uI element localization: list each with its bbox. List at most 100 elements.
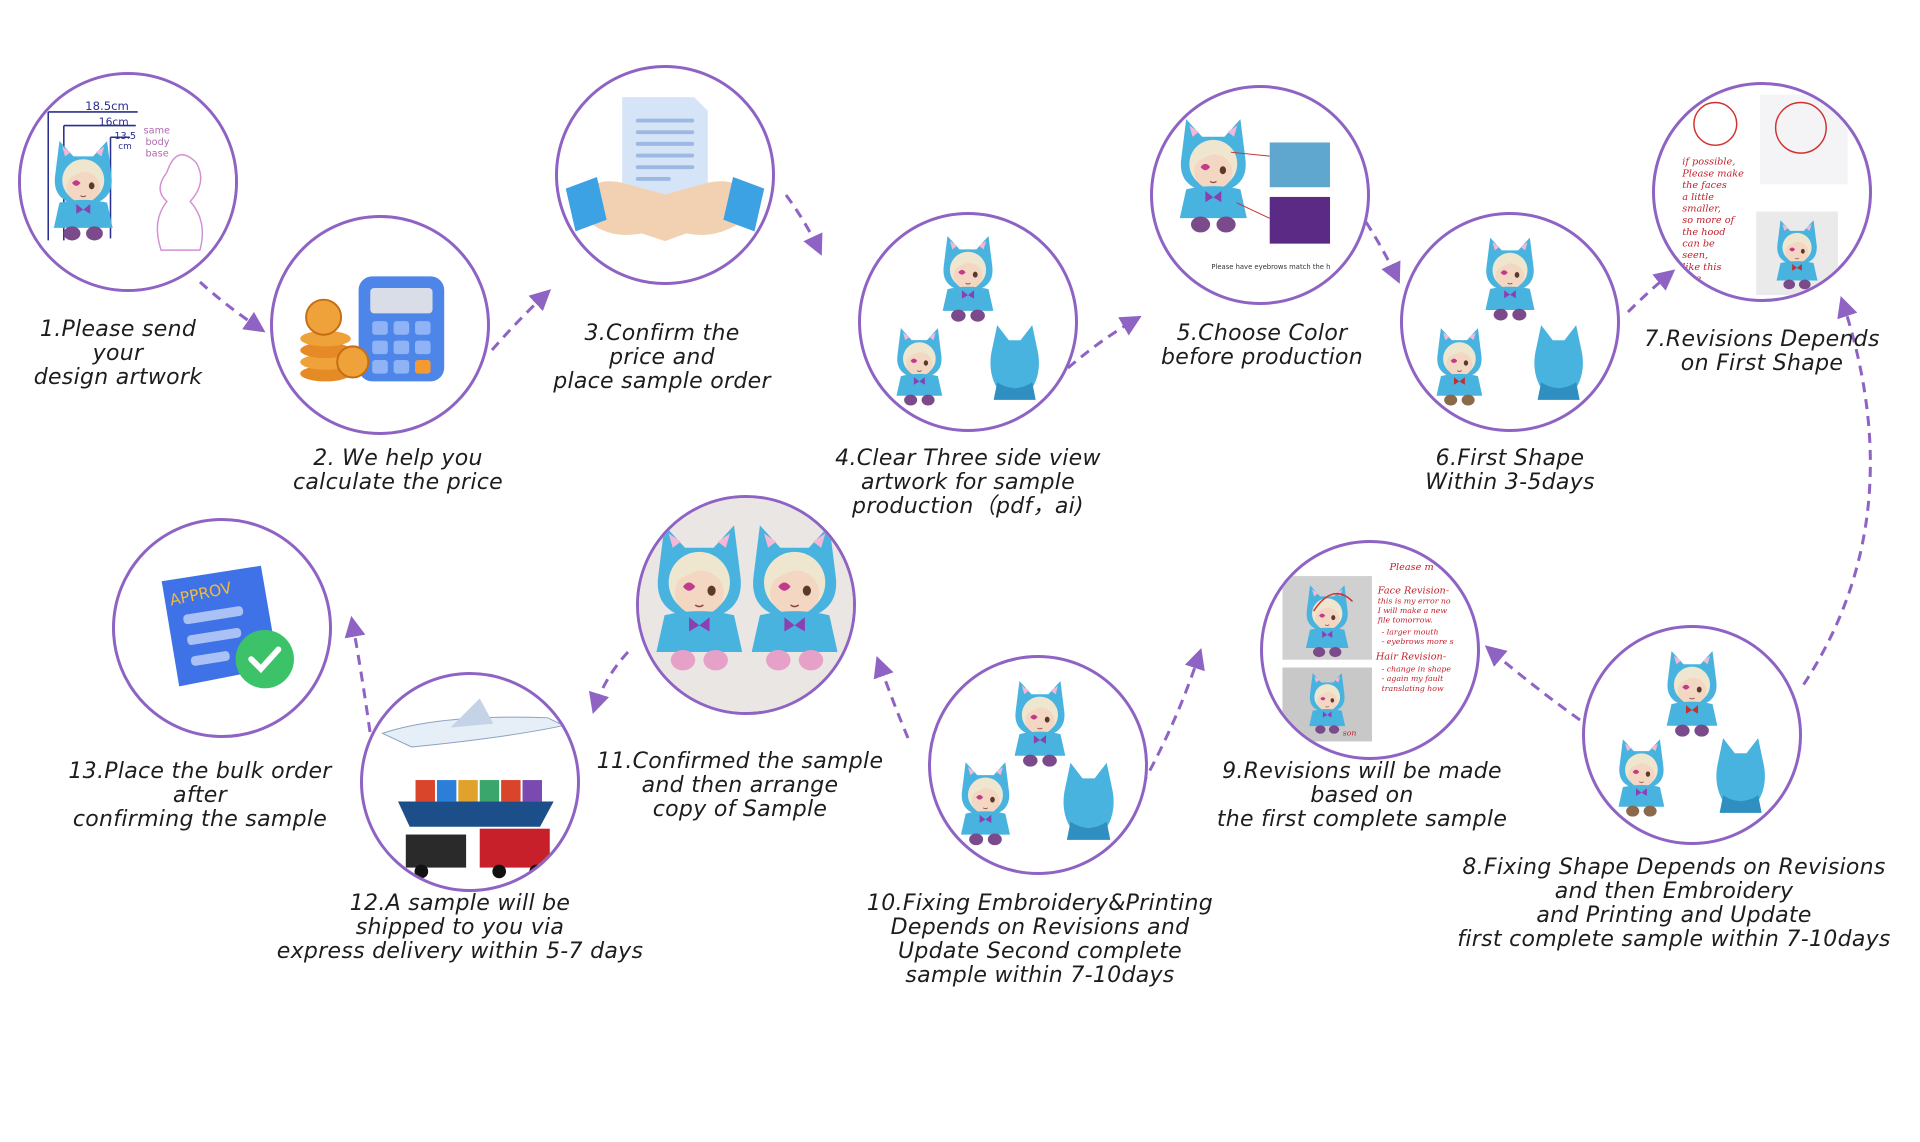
connector-10-11 — [873, 656, 910, 739]
step-label-line: before production — [1161, 345, 1363, 370]
first-shape-back — [1534, 325, 1583, 400]
revision-note: a little — [1682, 192, 1714, 203]
step-label-line: 11.Confirmed the sample — [596, 749, 884, 774]
first-shape-front — [1485, 237, 1535, 321]
side-view — [896, 328, 943, 406]
step-label-line: production（pdf，ai) — [852, 494, 1084, 519]
delivery-truck — [479, 828, 550, 868]
step-label-line: 2. We help you — [313, 446, 483, 471]
step-label-line: 7.Revisions Depends — [1644, 327, 1880, 352]
truck-wheel — [492, 864, 506, 879]
pointer-line — [1230, 151, 1270, 219]
step-label-line: and then arrange — [641, 773, 839, 798]
shipping-container — [479, 780, 500, 802]
step-label-line: shipped to you via — [355, 915, 565, 940]
fabric-swatch-icon: Please have eyebrows match the h — [1150, 85, 1370, 305]
revision-note: seen, — [1682, 250, 1708, 261]
calculator-key — [415, 360, 431, 374]
calculator-key — [372, 321, 388, 335]
document-line — [187, 627, 242, 645]
step-label-line: the first complete sample — [1216, 807, 1508, 832]
revision-circle — [1774, 101, 1827, 154]
step-label-line: sample within 7-10days — [905, 963, 1175, 988]
revision-note: this is my error no — [1378, 596, 1451, 605]
calculator-key — [415, 321, 431, 335]
airplane-wing — [450, 698, 494, 728]
handshake — [583, 181, 749, 242]
step-label-line: calculate the price — [292, 470, 504, 495]
complete-sample-front — [1666, 650, 1718, 737]
revision-note: I will make a new — [1377, 606, 1448, 615]
complete-sample-back — [1716, 738, 1765, 813]
calculator-key — [393, 340, 410, 355]
revision-note: - eyebrows more s — [1382, 637, 1454, 646]
delivery-truck — [405, 834, 467, 868]
step-label-line: 1.Please send — [39, 317, 197, 342]
truck-wheel — [414, 864, 429, 879]
step-label-line: first complete sample within 7-10days — [1457, 927, 1891, 952]
step-label-line: design artwork — [33, 365, 203, 390]
sleeve — [723, 176, 765, 232]
document-line — [183, 606, 244, 625]
revision-note: the hood — [1682, 227, 1725, 238]
coin — [305, 298, 343, 336]
connector-4-5 — [1067, 315, 1142, 370]
shipping-container — [436, 780, 457, 802]
connector-11-12 — [588, 650, 630, 715]
contract-line — [635, 176, 671, 181]
complete-sample-plush-icon — [1582, 625, 1802, 845]
measure-label: 13.5 — [114, 131, 136, 142]
step-label-line: confirming the sample — [72, 807, 328, 832]
revision-note: smaller, — [1682, 203, 1721, 214]
back-view — [990, 325, 1039, 400]
revision-circle — [1693, 101, 1738, 147]
step-label-line: artwork for sample — [860, 470, 1076, 495]
revision-note: the faces — [1682, 180, 1727, 191]
fabric-swatch-purple — [1269, 196, 1331, 244]
coin — [300, 330, 351, 347]
second-sample-side — [960, 762, 1010, 846]
step-label-line: Within 3-5days — [1425, 470, 1595, 495]
shipping-container — [415, 780, 435, 802]
note-label: same — [144, 125, 170, 136]
second-sample-plush-icon — [928, 655, 1148, 875]
contract-line — [635, 141, 695, 146]
step-label-line: and Printing and Update — [1536, 903, 1812, 928]
revision-photo-plush — [1309, 673, 1346, 734]
revision-note: can be — [1682, 238, 1715, 249]
shipping-transport-icon — [360, 672, 580, 892]
first-shape-plush-icon — [1400, 212, 1620, 432]
connector-12-13 — [344, 615, 372, 733]
calculator-screen — [370, 288, 433, 314]
revision-photo-plush — [1305, 585, 1349, 658]
step-label-line: copy of Sample — [652, 797, 828, 822]
step-label-line: on First Shape — [1680, 351, 1844, 376]
calculator-coins-icon — [270, 215, 490, 435]
check-icon — [248, 646, 282, 674]
sleeve — [565, 176, 607, 232]
step-label-line: Update Second complete — [897, 939, 1182, 964]
step-label-line: 12.A sample will be — [349, 891, 571, 916]
revision-note: - larger mouth — [1382, 627, 1439, 636]
revision-note: - again my fault — [1382, 674, 1444, 683]
connector-3-4 — [784, 194, 823, 256]
revision-note: if possible, — [1682, 157, 1735, 168]
step-label-line: place sample order — [553, 369, 771, 394]
calculator-key — [372, 360, 388, 374]
revision-note: Hair Revision- — [1375, 652, 1446, 663]
fabric-swatch-blue — [1269, 142, 1331, 188]
three-view-artwork-icon — [858, 212, 1078, 432]
step-label-line: price and — [609, 345, 715, 370]
step-label-line: 5.Choose Color — [1176, 321, 1348, 346]
sample-copies-icon — [636, 495, 856, 715]
